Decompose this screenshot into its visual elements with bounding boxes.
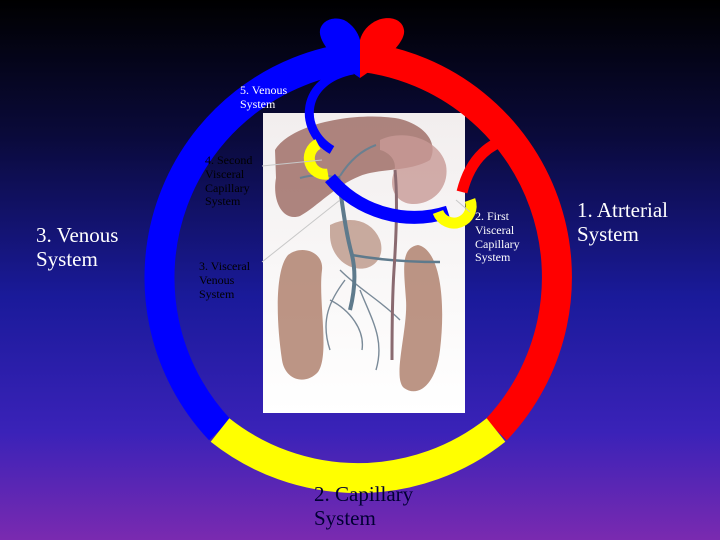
digestive-organs-illustration bbox=[263, 113, 465, 413]
label-second-visceral-capillary: 4. Second Visceral Capillary System bbox=[205, 153, 253, 209]
ring-blue-segment bbox=[144, 42, 359, 441]
inner-arterial-loop bbox=[456, 132, 523, 194]
leader-lines bbox=[261, 159, 471, 263]
label-venous-system-top: 5. Venous System bbox=[240, 83, 288, 111]
first-capillary-marker bbox=[432, 198, 477, 229]
ascending-colon bbox=[277, 249, 324, 380]
aorta-vessel bbox=[390, 169, 399, 361]
leader-first-capillary bbox=[455, 199, 471, 213]
heart-icon bbox=[319, 18, 405, 78]
inner-arc-blue bbox=[325, 173, 450, 224]
ring-yellow-segment bbox=[210, 418, 506, 494]
descending-colon bbox=[399, 245, 443, 392]
leader-visceral-venous bbox=[261, 199, 341, 263]
label-visceral-venous-system: 3. Visceral Venous System bbox=[199, 259, 251, 301]
label-first-visceral-capillary: 2. First Visceral Capillary System bbox=[475, 209, 520, 265]
label-capillary-system-bottom: 2. Capillary System bbox=[314, 482, 414, 531]
leader-second-capillary bbox=[261, 159, 323, 167]
circulation-ring bbox=[144, 42, 572, 494]
heart-left-half bbox=[319, 18, 360, 78]
heart-right-half bbox=[360, 18, 405, 78]
label-venous-system-left: 3. Venous System bbox=[36, 223, 119, 272]
second-capillary-marker bbox=[303, 139, 329, 180]
mesentery-vessels bbox=[325, 269, 401, 371]
inner-venous-loop bbox=[304, 65, 355, 154]
ring-red-segment bbox=[361, 42, 572, 441]
label-arterial-system: 1. Atrterial System bbox=[577, 198, 668, 247]
